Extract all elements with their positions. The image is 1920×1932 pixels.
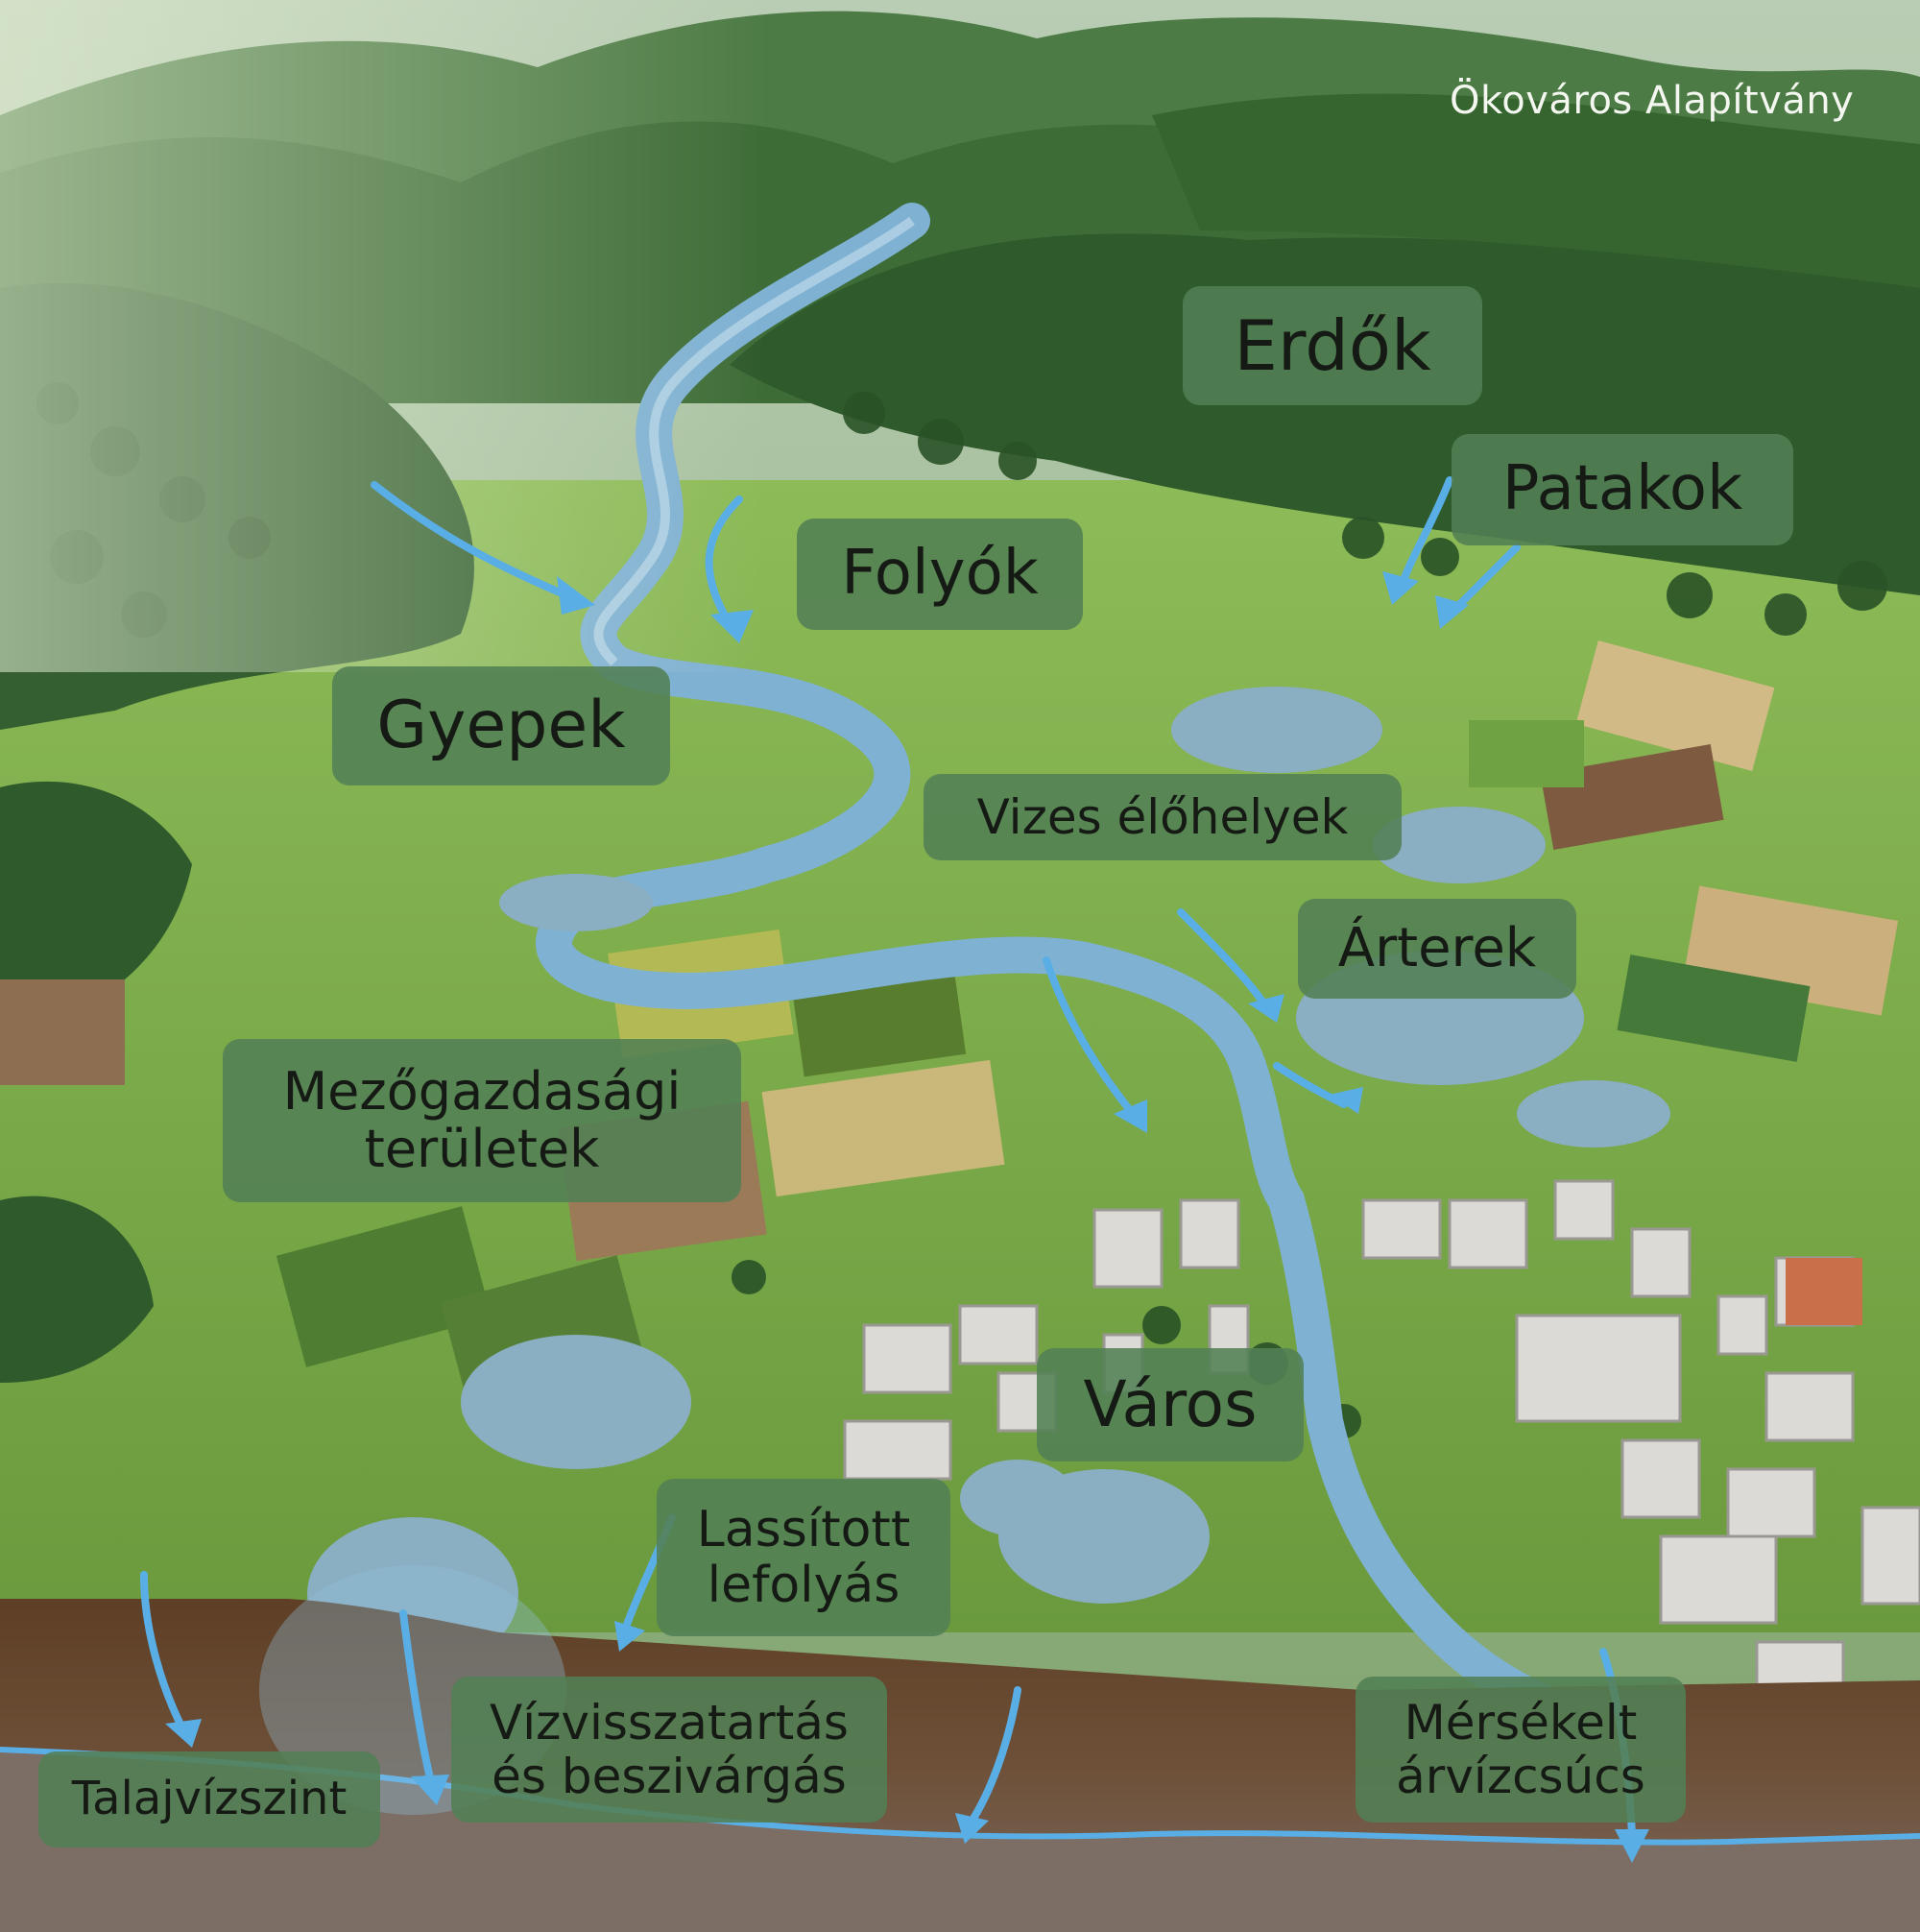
label-streams: Patakok [1452,434,1793,545]
label-forests-text: Erdők [1234,304,1431,386]
label-groundwater-level-text: Talajvízszint [71,1772,348,1826]
label-water-retention-line2: és beszivárgás [492,1749,847,1804]
label-grasslands-text: Gyepek [376,687,626,763]
label-forests: Erdők [1183,286,1482,405]
label-water-retention: Vízvisszatartás és beszivárgás [451,1677,887,1823]
label-slowed-runoff-line1: Lassított [696,1500,911,1558]
label-moderated-flood-peak-line2: árvízcsúcs [1396,1749,1645,1804]
label-slowed-runoff-line2: lefolyás [707,1557,900,1614]
arrowheads [165,571,1649,1863]
label-moderated-flood-peak-line1: Mérsékelt [1404,1695,1638,1751]
label-moderated-flood-peak: Mérsékelt árvízcsúcs [1356,1677,1686,1823]
label-slowed-runoff: Lassított lefolyás [657,1479,950,1636]
label-agricultural-line2: területek [364,1119,600,1179]
label-agricultural-line1: Mezőgazdasági [282,1060,682,1122]
label-city-text: Város [1083,1367,1258,1442]
label-groundwater-level: Talajvízszint [38,1751,380,1847]
label-rivers: Folyók [797,519,1083,630]
label-rivers-text: Folyók [841,538,1039,610]
label-streams-text: Patakok [1501,453,1743,525]
label-floodplains: Árterek [1298,899,1576,999]
city [843,1179,1920,1721]
label-wetlands: Vizes élőhelyek [924,774,1402,860]
label-grasslands: Gyepek [332,666,670,785]
label-water-retention-line1: Vízvisszatartás [490,1695,849,1751]
label-floodplains-text: Árterek [1337,916,1537,979]
label-agricultural-areas: Mezőgazdasági területek [223,1039,741,1202]
label-wetlands-text: Vizes élőhelyek [976,789,1349,845]
label-city: Város [1037,1348,1304,1461]
brand-name: Ökováros Alapítvány [1450,79,1855,123]
